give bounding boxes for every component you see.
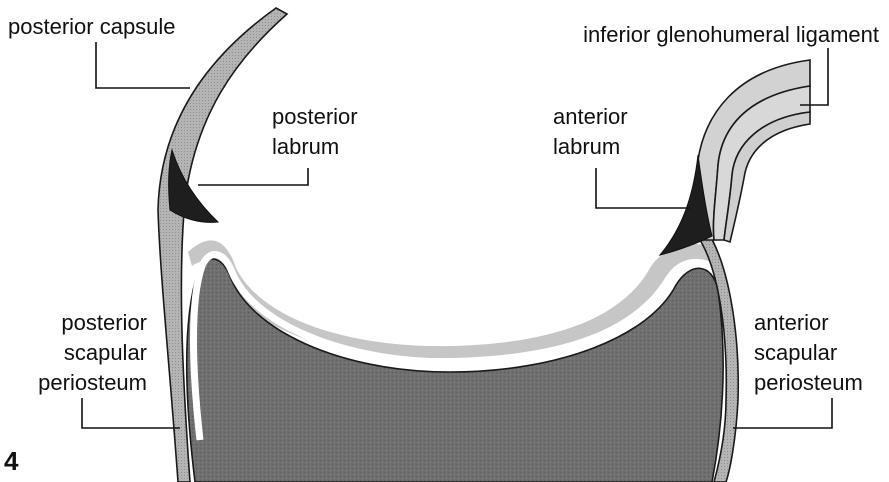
label-inferior-glenohumeral-ligament: inferior glenohumeral ligament: [583, 20, 879, 50]
leader-posterior-capsule: [96, 42, 190, 88]
figure-number: 4: [4, 446, 18, 476]
label-posterior-labrum-line2: labrum: [272, 132, 358, 162]
label-posterior-scapular-periosteum: posterior scapular periosteum: [38, 308, 147, 398]
label-anterior-labrum-line2: labrum: [553, 132, 628, 162]
label-posterior-labrum: posterior labrum: [272, 102, 358, 162]
label-anterior-periosteum-line2: scapular: [754, 338, 863, 368]
label-posterior-periosteum-line1: posterior: [38, 308, 147, 338]
label-posterior-periosteum-line3: periosteum: [38, 368, 147, 398]
label-anterior-labrum-line1: anterior: [553, 102, 628, 132]
leader-anterior-periosteum: [733, 398, 832, 428]
label-anterior-labrum: anterior labrum: [553, 102, 628, 162]
leader-posterior-labrum: [198, 168, 308, 185]
leader-posterior-periosteum: [82, 398, 180, 428]
label-posterior-capsule: posterior capsule: [8, 12, 176, 42]
leader-anterior-labrum: [596, 168, 690, 208]
label-anterior-periosteum-line1: anterior: [754, 308, 863, 338]
label-anterior-periosteum-line3: periosteum: [754, 368, 863, 398]
label-posterior-periosteum-line2: scapular: [38, 338, 147, 368]
label-anterior-scapular-periosteum: anterior scapular periosteum: [754, 308, 863, 398]
label-posterior-labrum-line1: posterior: [272, 102, 358, 132]
